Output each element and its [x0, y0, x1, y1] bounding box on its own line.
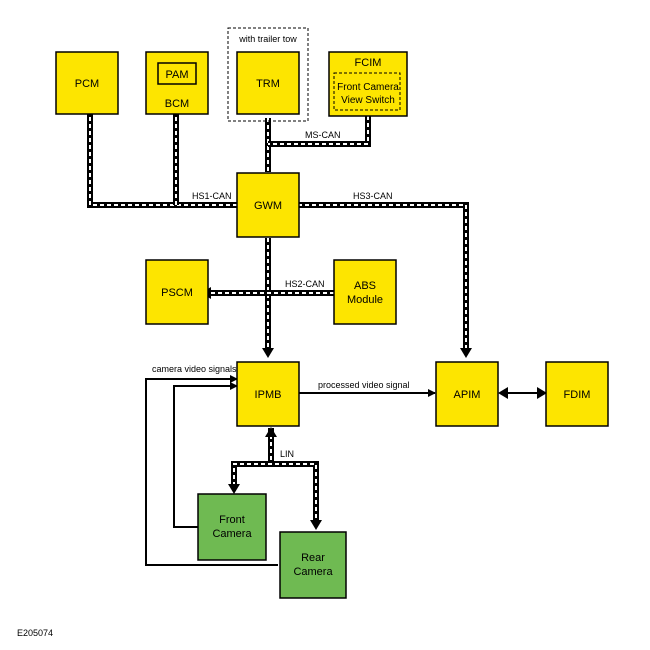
fcim-module: FCIM Front Camera View Switch: [328, 51, 408, 117]
svg-text:Camera: Camera: [293, 566, 333, 578]
svg-text:FDIM: FDIM: [564, 389, 591, 401]
lin-label: LIN: [280, 449, 294, 459]
svg-text:FCIM: FCIM: [355, 57, 382, 69]
svg-text:PAM: PAM: [165, 69, 188, 81]
pcm-module: PCM: [55, 51, 119, 115]
hs3-can-label: HS3-CAN: [353, 191, 393, 201]
svg-text:Front Camera: Front Camera: [337, 82, 399, 93]
pam-box: [157, 62, 197, 85]
svg-text:TRM: TRM: [256, 78, 280, 90]
svg-text:GWM: GWM: [254, 200, 282, 212]
svg-text:Module: Module: [347, 294, 383, 306]
rear-camera-module: Rear Camera: [279, 531, 347, 599]
apim-fdim-link: [498, 387, 547, 399]
svg-text:IPMB: IPMB: [255, 389, 282, 401]
svg-text:APIM: APIM: [454, 389, 481, 401]
ms-can-label: MS-CAN: [305, 130, 341, 140]
hs2-can-label: HS2-CAN: [285, 279, 325, 289]
fdim-module: FDIM: [545, 361, 609, 427]
hs1-can-bus: [87, 110, 237, 208]
svg-text:PSCM: PSCM: [161, 287, 193, 299]
gwm-module: GWM: [236, 172, 300, 238]
ms-can-bus: [265, 116, 371, 172]
processed-video-label: processed video signal: [318, 380, 410, 390]
apim-module: APIM: [435, 361, 499, 427]
trailer-tow-outline: [227, 27, 309, 122]
camera-video-label: camera video signals: [152, 364, 237, 374]
svg-text:View Switch: View Switch: [341, 95, 395, 106]
camera-video-wires: [145, 375, 278, 566]
ipmb-module: IPMB: [236, 361, 300, 427]
hs2-can-bus: [201, 238, 334, 358]
figure-id: E205074: [17, 628, 53, 638]
svg-text:Rear: Rear: [301, 552, 325, 564]
svg-text:PCM: PCM: [75, 78, 99, 90]
svg-text:BCM: BCM: [165, 98, 189, 110]
bcm-module: PAM BCM: [145, 51, 209, 115]
trm-module: with trailer tow TRM: [227, 27, 309, 122]
svg-text:ABS: ABS: [354, 280, 376, 292]
pscm-module: PSCM: [145, 259, 209, 325]
svg-text:with trailer tow: with trailer tow: [238, 34, 297, 44]
svg-text:Front: Front: [219, 514, 245, 526]
svg-text:Camera: Camera: [212, 528, 252, 540]
abs-module: ABS Module: [333, 259, 397, 325]
front-camera-view-switch: [333, 72, 401, 111]
lin-bus: [228, 427, 322, 530]
hs1-can-label: HS1-CAN: [192, 191, 232, 201]
hs3-can-bus: [298, 202, 472, 358]
front-camera-module: Front Camera: [197, 493, 267, 561]
